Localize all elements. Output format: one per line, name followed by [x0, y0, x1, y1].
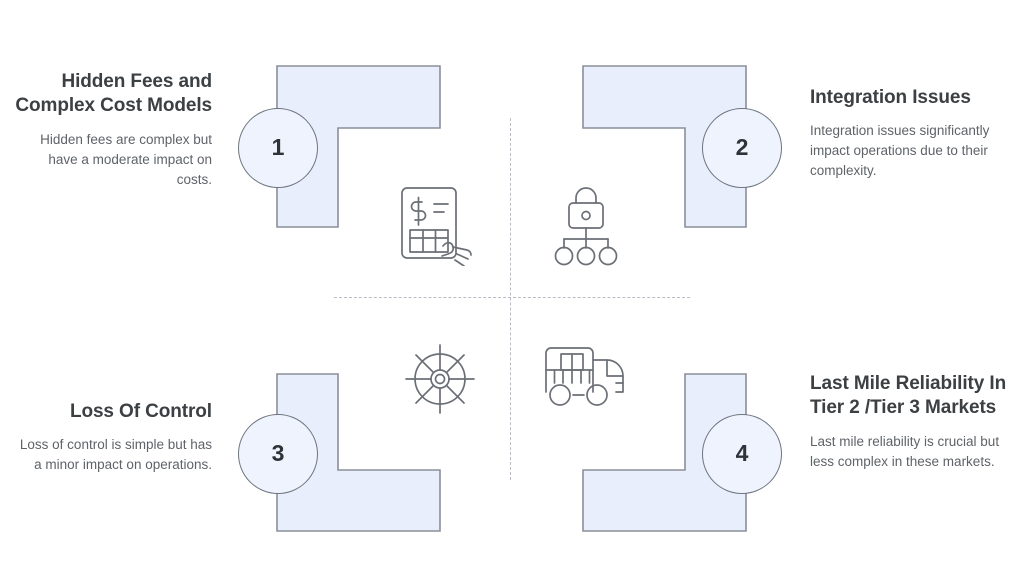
- quadrant-text-1: Hidden Fees and Complex Cost Models Hidd…: [12, 70, 212, 190]
- quadrant-number-circle-3[interactable]: 3: [238, 414, 318, 494]
- quadrant-title-4: Last Mile Reliability In Tier 2 /Tier 3 …: [810, 373, 1007, 419]
- quadrant-title-3: Loss Of Control: [69, 401, 212, 422]
- quadrant-text-3: Loss Of Control Loss of control is simpl…: [12, 400, 212, 475]
- quadrant-number-1: 1: [271, 134, 285, 160]
- delivery-truck-icon: [541, 343, 633, 409]
- quadrant-number-circle-4[interactable]: 4: [702, 414, 782, 494]
- quadrant-description-1: Hidden fees are complex but have a moder…: [40, 131, 212, 187]
- divider-vertical: [510, 118, 511, 480]
- quadrant-shape-2: [581, 65, 747, 229]
- ships-helm-icon: [404, 343, 476, 415]
- quadrant-title-1: Hidden Fees and Complex Cost Models: [15, 71, 212, 117]
- quadrant-description-3: Loss of control is simple but has a mino…: [19, 437, 212, 473]
- quadrant-number-2: 2: [735, 134, 749, 160]
- quadrant-shape-4: [581, 373, 747, 533]
- divider-horizontal: [334, 297, 690, 298]
- lock-network-icon: [551, 182, 621, 266]
- quadrant-number-circle-2[interactable]: 2: [702, 108, 782, 188]
- quadrant-title-2: Integration Issues: [810, 87, 971, 108]
- quadrant-number-circle-1[interactable]: 1: [238, 108, 318, 188]
- quadrant-text-4: Last Mile Reliability In Tier 2 /Tier 3 …: [810, 372, 1010, 472]
- quadrant-description-4: Last mile reliability is crucial but les…: [810, 433, 1000, 469]
- quadrant-shape-1: [276, 65, 442, 229]
- quadrant-number-4: 4: [735, 440, 749, 466]
- invoice-hand-icon: [396, 184, 482, 266]
- quadrant-number-3: 3: [271, 440, 285, 466]
- quadrant-shape-3: [276, 373, 442, 533]
- quadrant-text-2: Integration Issues Integration issues si…: [810, 86, 1010, 181]
- quadrant-description-2: Integration issues significantly impact …: [810, 123, 990, 179]
